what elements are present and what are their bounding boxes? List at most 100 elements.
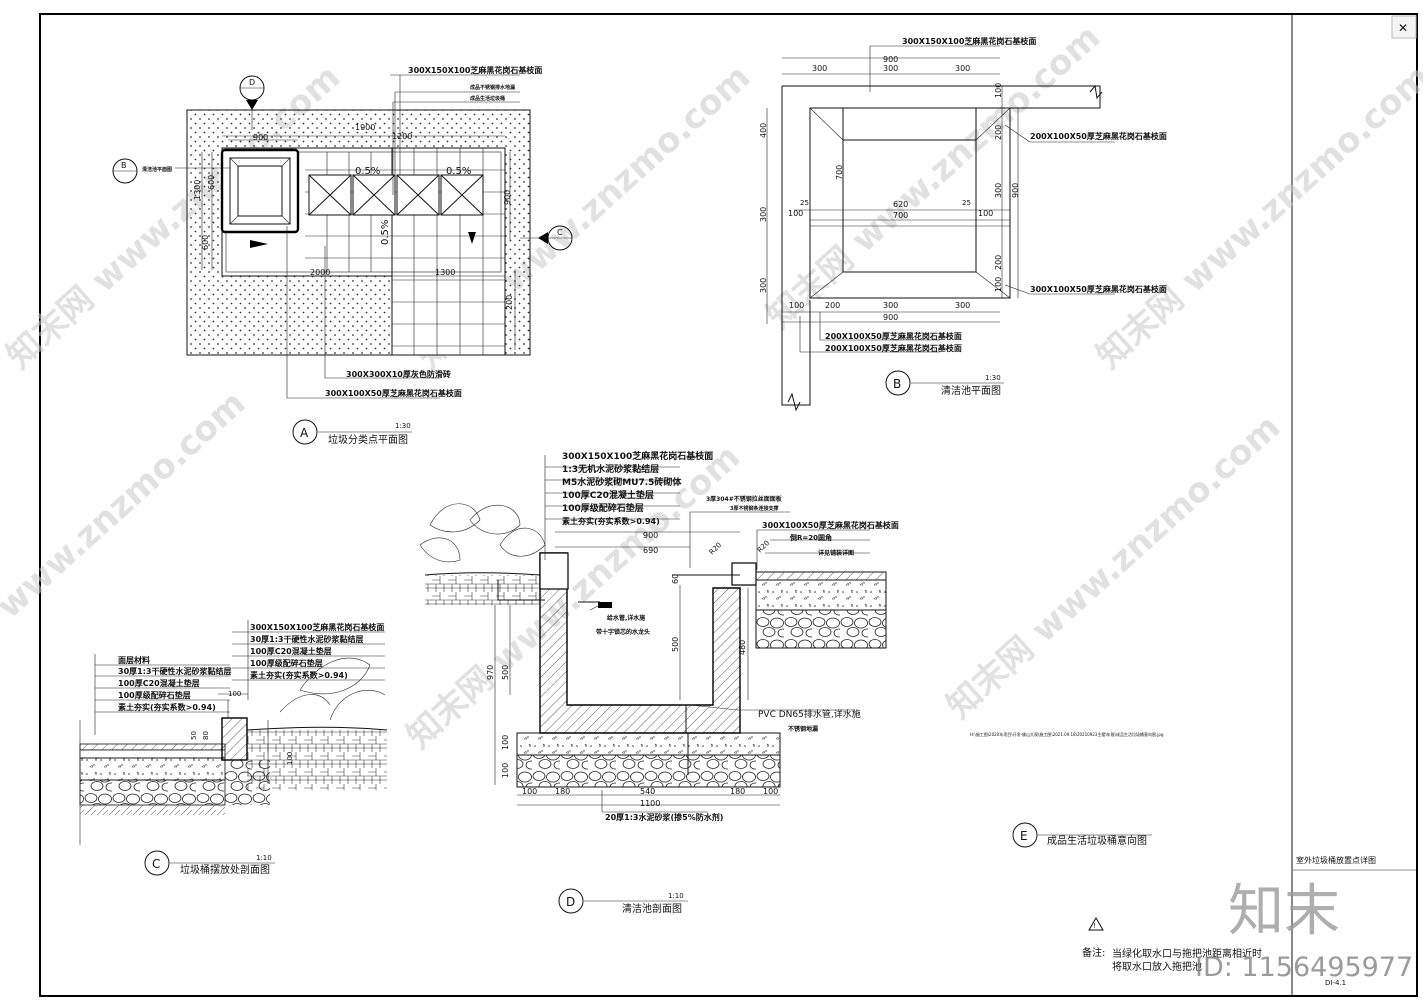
svg-text:详见铺装详图: 详见铺装详图: [818, 549, 854, 557]
svg-text:PVC DN65排水管,详水施: PVC DN65排水管,详水施: [758, 708, 861, 720]
svg-text:300: 300: [812, 64, 827, 73]
notes: ! 备注: 当绿化取水口与拖把池距离相近时 将取水口放入拖把池: [1082, 917, 1262, 973]
svg-text:3厚304#不锈钢拉丝面面板: 3厚304#不锈钢拉丝面面板: [706, 495, 783, 503]
svg-text:300X100X50厚芝麻黑花岗石基枝面: 300X100X50厚芝麻黑花岗石基枝面: [762, 520, 899, 530]
svg-text:100: 100: [501, 735, 510, 750]
svg-text:50: 50: [190, 731, 198, 740]
svg-text:带十字锁芯的水龙头: 带十字锁芯的水龙头: [596, 628, 650, 636]
svg-text:700: 700: [893, 211, 908, 220]
svg-text:540: 540: [640, 787, 655, 796]
svg-text:100: 100: [978, 209, 993, 218]
svg-text:180: 180: [555, 787, 570, 796]
svg-text:100厚C20混凝土垫层: 100厚C20混凝土垫层: [562, 489, 654, 501]
svg-text:300: 300: [955, 64, 970, 73]
sheet-border: [39, 13, 1418, 997]
svg-text:www.znzmo.com: www.znzmo.com: [0, 383, 253, 626]
callout-floor-tile: 300X300X10厚灰色防滑砖: [346, 369, 451, 379]
svg-text:1:10: 1:10: [256, 854, 272, 862]
svg-text:600: 600: [207, 175, 216, 190]
note-line-2: 将取水口放入拖把池: [1112, 960, 1202, 973]
svg-text:620: 620: [893, 200, 908, 209]
svg-text:970: 970: [486, 665, 495, 680]
view-c-section: 300X150X100芝麻黑花岗石基枝面 30厚1:3干硬性水泥砂浆黏结层 10…: [79, 620, 388, 876]
svg-text:900: 900: [503, 190, 512, 205]
svg-text:25: 25: [962, 199, 971, 207]
svg-text:500: 500: [501, 665, 510, 680]
svg-text:0.5%: 0.5%: [380, 220, 391, 245]
svg-text:100厚级配碎石垫层: 100厚级配碎石垫层: [562, 502, 644, 514]
svg-text:1:3无机水泥砂浆黏结层: 1:3无机水泥砂浆黏结层: [562, 463, 659, 475]
svg-text:100厚C20混凝土垫层: 100厚C20混凝土垫层: [118, 678, 200, 688]
svg-text:1:30: 1:30: [985, 374, 1001, 382]
svg-text:300: 300: [759, 207, 768, 222]
svg-text:900: 900: [1011, 183, 1020, 198]
svg-text:900: 900: [643, 531, 658, 540]
svg-text:300: 300: [759, 278, 768, 293]
svg-text:3厚不锈钢条连接支撑: 3厚不锈钢条连接支撑: [730, 505, 778, 512]
svg-text:100: 100: [501, 763, 510, 778]
svg-text:300: 300: [994, 183, 1003, 198]
svg-text:D: D: [249, 78, 255, 87]
svg-text:1200: 1200: [392, 132, 412, 141]
svg-text:300X100X50厚芝麻黑花岗石基枝面: 300X100X50厚芝麻黑花岗石基枝面: [1030, 284, 1167, 294]
svg-text:1300: 1300: [193, 180, 202, 200]
svg-text:知末网 www.znzmo.com: 知末网 www.znzmo.com: [939, 407, 1288, 727]
sheet-number: DI-4.1: [1325, 979, 1346, 987]
view-e-title: 成品生活垃圾桶意向图: [1047, 834, 1147, 847]
svg-text:1:30: 1:30: [395, 422, 411, 430]
brand-logo: 知末: [1228, 879, 1340, 944]
svg-text:25: 25: [800, 199, 809, 207]
svg-text:200X100X50厚芝麻黑花岗石基枝面: 200X100X50厚芝麻黑花岗石基枝面: [825, 343, 962, 353]
svg-text:900: 900: [883, 313, 898, 322]
svg-text:700: 700: [835, 165, 844, 180]
view-e-label: E: [1020, 829, 1028, 843]
image-file-path: H:\施工图\2020年项目\开发-佛山大观\施工图\2021.09.18\20…: [970, 731, 1164, 737]
corner-overlay-button[interactable]: [1391, 15, 1417, 39]
svg-text:300X150X100芝麻黑花岗石基枝面: 300X150X100芝麻黑花岗石基枝面: [562, 450, 713, 462]
svg-text:300: 300: [883, 301, 898, 310]
svg-text:备注:: 备注:: [1082, 946, 1105, 959]
svg-text:60: 60: [671, 574, 680, 584]
svg-text:200X100X50厚芝麻黑花岗石基枝面: 200X100X50厚芝麻黑花岗石基枝面: [1030, 131, 1167, 141]
callout-granite-cap: 300X150X100芝麻黑花岗石基枝面: [408, 65, 542, 75]
svg-text:100厚级配碎石垫层: 100厚级配碎石垫层: [118, 690, 191, 700]
svg-text:B: B: [121, 161, 127, 170]
svg-text:200: 200: [825, 301, 840, 310]
callout-drain: 成品不锈钢排水地漏: [470, 84, 515, 91]
svg-text:100: 100: [522, 787, 537, 796]
svg-text:✕: ✕: [1398, 21, 1408, 35]
view-d-title: 清洁池剖面图: [622, 902, 682, 915]
svg-text:300: 300: [955, 301, 970, 310]
svg-text:80: 80: [202, 731, 210, 740]
svg-text:20厚1:3水泥砂浆(掺5%防水剂): 20厚1:3水泥砂浆(掺5%防水剂): [605, 812, 723, 822]
svg-text:30厚1:3干硬性水泥砂浆黏结层: 30厚1:3干硬性水泥砂浆黏结层: [118, 666, 231, 676]
svg-text:200X100X50厚芝麻黑花岗石基枝面: 200X100X50厚芝麻黑花岗石基枝面: [825, 331, 962, 341]
svg-text:M5水泥砂浆砌MU7.5砖砌体: M5水泥砂浆砌MU7.5砖砌体: [562, 476, 682, 488]
svg-text:100: 100: [994, 277, 1003, 292]
svg-text:R20: R20: [708, 541, 723, 556]
svg-text:素土夯实(夯实系数>0.94): 素土夯实(夯实系数>0.94): [250, 670, 348, 680]
svg-text:100厚C20混凝土垫层: 100厚C20混凝土垫层: [250, 646, 332, 656]
svg-text:清洁池平面图: 清洁池平面图: [142, 166, 172, 173]
callout-bin: 成品生活垃圾桶: [470, 95, 505, 102]
svg-text:0.5%: 0.5%: [355, 166, 380, 177]
svg-text:0.5%: 0.5%: [446, 166, 471, 177]
svg-text:100: 100: [994, 83, 1003, 98]
svg-text:30厚1:3干硬性水泥砂浆黏结层: 30厚1:3干硬性水泥砂浆黏结层: [250, 634, 363, 644]
svg-text:100厚级配碎石垫层: 100厚级配碎石垫层: [250, 658, 323, 668]
svg-text:690: 690: [643, 546, 658, 555]
svg-text:面层材料: 面层材料: [118, 655, 150, 665]
svg-text:100: 100: [286, 752, 294, 765]
svg-text:600: 600: [201, 235, 210, 250]
svg-text:300: 300: [883, 64, 898, 73]
view-b-plan: 900 300 300 300 100 200 300 300 900 400 …: [759, 36, 1167, 412]
view-e: H:\施工图\2020年项目\开发-佛山大观\施工图\2021.09.18\20…: [970, 731, 1164, 848]
view-d-section: 900 690 R20 R20 970 500 100 100 500 60 4…: [419, 450, 899, 915]
view-b-label: B: [893, 377, 901, 391]
svg-text:1300: 1300: [435, 268, 455, 277]
svg-text:不锈钢地漏: 不锈钢地漏: [788, 725, 818, 733]
svg-text:900: 900: [253, 133, 268, 142]
image-id: ID: 1156495977: [1195, 952, 1413, 983]
svg-text:100: 100: [789, 301, 804, 310]
